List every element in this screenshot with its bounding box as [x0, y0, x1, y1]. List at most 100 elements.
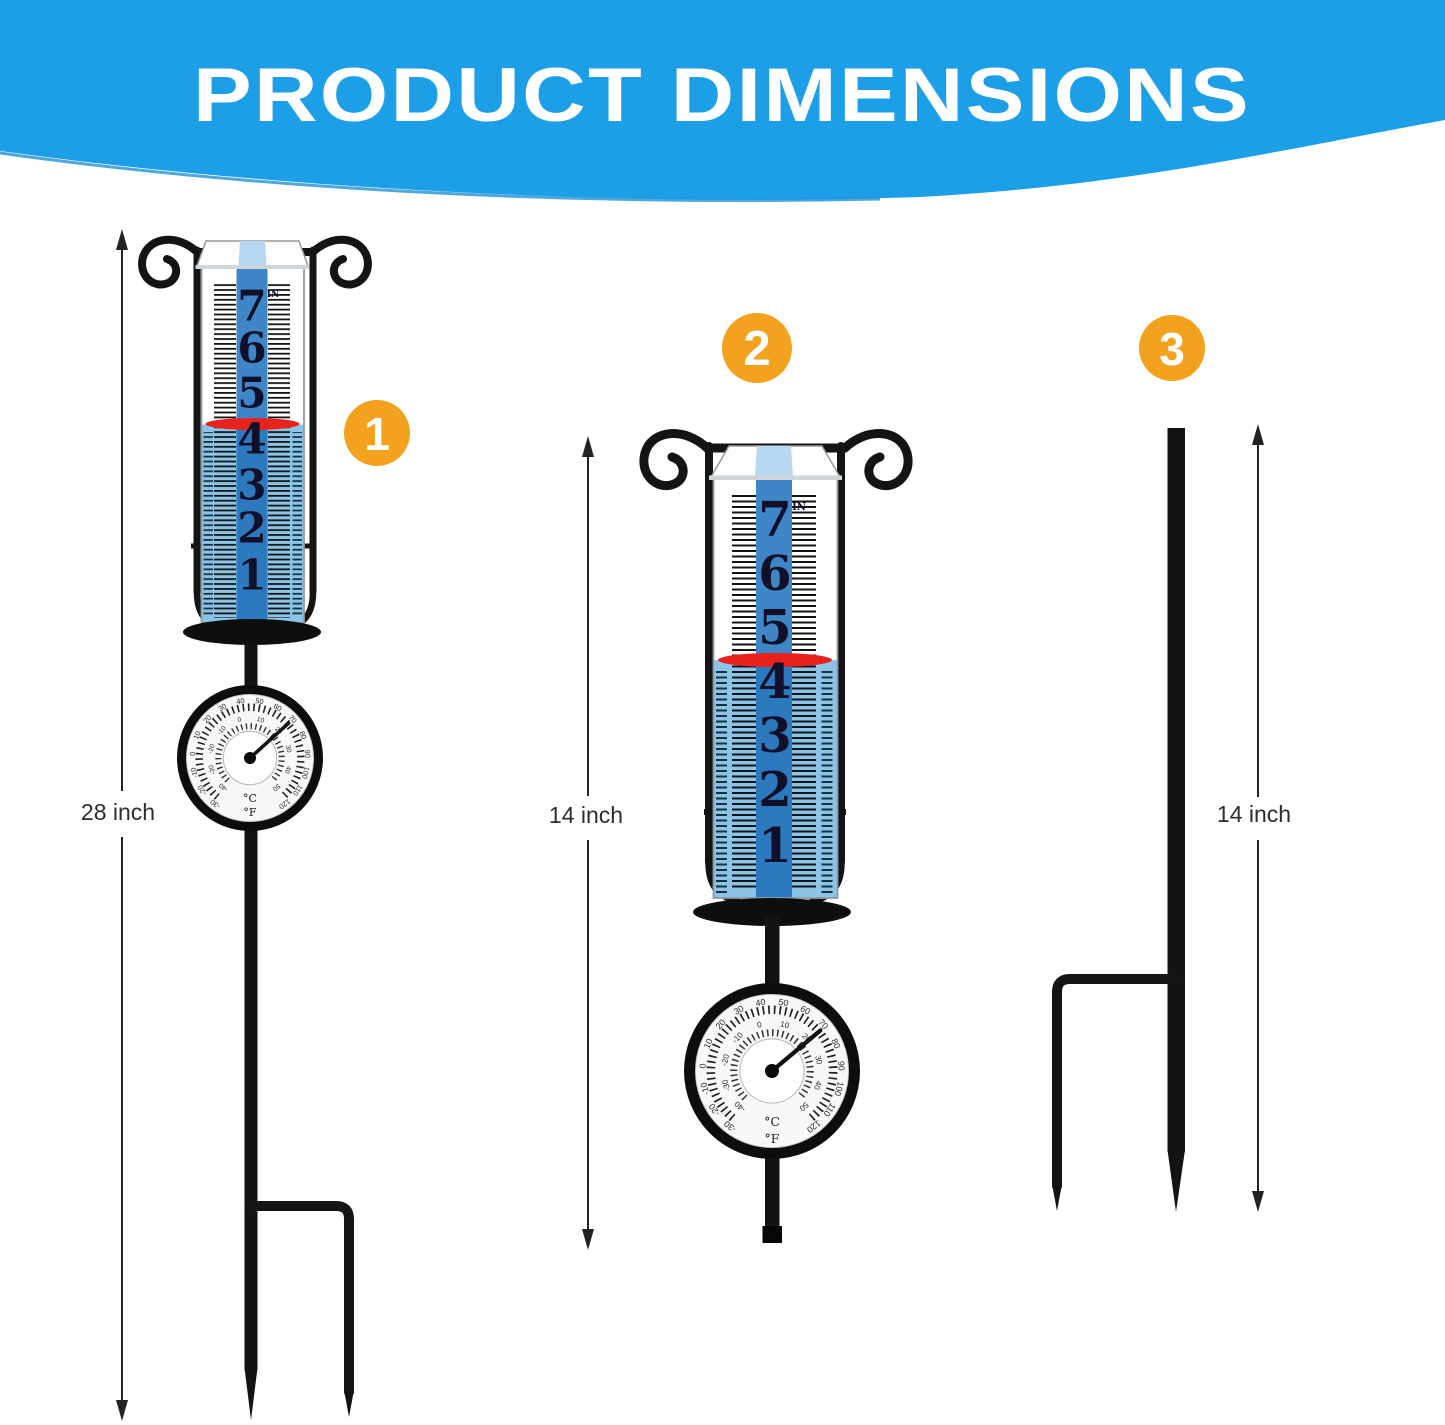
dial-scale-number: 40 [236, 696, 246, 706]
item-1-measuring-tube: 7 6 5 4 3 2 1 IN [183, 240, 321, 645]
dial-scale-number: 50 [271, 782, 281, 792]
scale-number: 5 [237, 369, 266, 418]
item-1-badge: 1 [344, 400, 410, 466]
stake-prong [1052, 974, 1181, 1191]
dial-scale-number: 10 [191, 730, 202, 741]
scale-number: 7 [237, 282, 266, 331]
item-2-measuring-tube: 7 6 5 4 3 2 1 IN [693, 445, 851, 926]
dial-scale-number: -20 [207, 743, 216, 754]
tick-marks-right [268, 282, 290, 618]
scale-number: 5 [758, 600, 791, 656]
item-2-gauge-unit: 14 inch 7 6 5 4 3 [549, 313, 913, 1250]
dial-scale-number: 50 [778, 997, 789, 1008]
pole-end-cap [762, 1226, 782, 1243]
dial-scale-number: 60 [799, 1003, 812, 1017]
banner-edge-shadow [0, 151, 881, 202]
dial-scale-number: 40 [755, 997, 766, 1008]
dial-scale-number: 10 [256, 716, 265, 725]
fahrenheit-label: °F [243, 806, 257, 819]
scale-number: 4 [237, 415, 266, 464]
scale-number: 3 [758, 708, 791, 764]
scale-number: 2 [237, 504, 266, 553]
item-1-dimension-arrow [116, 229, 128, 1421]
badge-number: 1 [364, 408, 390, 460]
dial-scale-number: 90 [303, 749, 313, 758]
funnel-cap [709, 445, 842, 480]
banner: PRODUCT DIMENSIONS [0, 0, 1445, 202]
dial-scale-number: -40 [218, 781, 230, 793]
dial-scale-number: 10 [779, 1019, 791, 1030]
dial-scale-number: 30 [813, 1055, 824, 1066]
scroll-left-icon [639, 429, 850, 491]
stake-prong [247, 1201, 354, 1397]
badge-number: 3 [1159, 323, 1185, 375]
dial-scale-number: 0 [697, 1063, 707, 1069]
saucer-base [183, 619, 321, 645]
dial-scale-number: 0 [756, 1020, 763, 1030]
dial-scale-number: 90 [836, 1061, 847, 1072]
dial-scale-number: 80 [829, 1037, 842, 1050]
funnel-cap [195, 240, 310, 269]
water-level-line [718, 653, 832, 667]
dial-scale-number: 30 [732, 1003, 745, 1017]
arrow-up-icon [1252, 424, 1264, 445]
dial-scale-number: 50 [255, 696, 265, 706]
scale-number: 1 [758, 818, 791, 874]
celsius-tick-ring [215, 723, 285, 783]
dial-scale-number: -10 [189, 767, 200, 780]
dial-hub [765, 1064, 779, 1078]
item-3-badge: 3 [1139, 315, 1205, 381]
dial-scale-number: 80 [297, 730, 308, 741]
stake-point [1167, 1150, 1185, 1212]
dial-scale-number: 10 [702, 1037, 715, 1050]
item-3-dimension-arrow [1252, 424, 1264, 1212]
item-3-stake-only: 14 inch 3 [1052, 315, 1291, 1212]
tick-marks-left [214, 282, 236, 618]
dial-scale-number: 100 [300, 766, 312, 780]
dial-scale-number: 60 [272, 701, 283, 713]
item-3-garden-stake [1052, 428, 1185, 1212]
saucer-base [693, 898, 851, 926]
stake-point [244, 1368, 258, 1420]
arrow-up-icon [582, 436, 594, 457]
dial-scale-number: 20 [273, 726, 283, 736]
water-level-line [205, 418, 300, 430]
dial-needle [769, 1028, 823, 1074]
dial-scale-number: 0 [188, 751, 197, 756]
scale-number: 7 [758, 492, 791, 548]
arrow-up-icon [116, 229, 128, 250]
item-2-dimension-label: 14 inch [549, 802, 623, 828]
scale-number: 2 [758, 762, 791, 818]
tick-marks-left [732, 493, 756, 891]
fahrenheit-tick-ring [195, 703, 305, 800]
dial-scale-number: 100 [832, 1080, 845, 1097]
scroll-right-icon [702, 429, 913, 491]
dial-scale-number: 30 [284, 745, 293, 754]
arrow-down-icon [582, 1229, 594, 1250]
scale-number: 6 [237, 324, 266, 373]
scroll-left-icon [138, 235, 317, 289]
banner-background [0, 0, 1445, 200]
scroll-right-icon [193, 235, 372, 289]
dial-scale-number: 40 [283, 765, 292, 774]
inch-unit-mark: IN [267, 290, 279, 300]
prong-point [344, 1390, 354, 1417]
dial-scale-number: 30 [217, 701, 228, 713]
celsius-label: °C [243, 792, 257, 805]
item-2-dimension-arrow [582, 436, 594, 1250]
arrow-down-icon [1252, 1191, 1264, 1212]
fahrenheit-label: °F [765, 1131, 780, 1146]
celsius-label: °C [764, 1114, 780, 1129]
dial-hub [244, 752, 256, 764]
tick-marks-right [792, 493, 816, 891]
item-3-dimension-label: 14 inch [1217, 801, 1291, 827]
item-2-badge: 2 [722, 313, 792, 383]
scale-number: 1 [237, 551, 266, 600]
arrow-down-icon [116, 1400, 128, 1421]
dial-scale-number: -20 [720, 1053, 732, 1067]
dial-scale-number: -30 [720, 1078, 732, 1092]
dial-scale-number: -10 [216, 725, 228, 737]
dial-scale-number: 0 [237, 716, 243, 724]
